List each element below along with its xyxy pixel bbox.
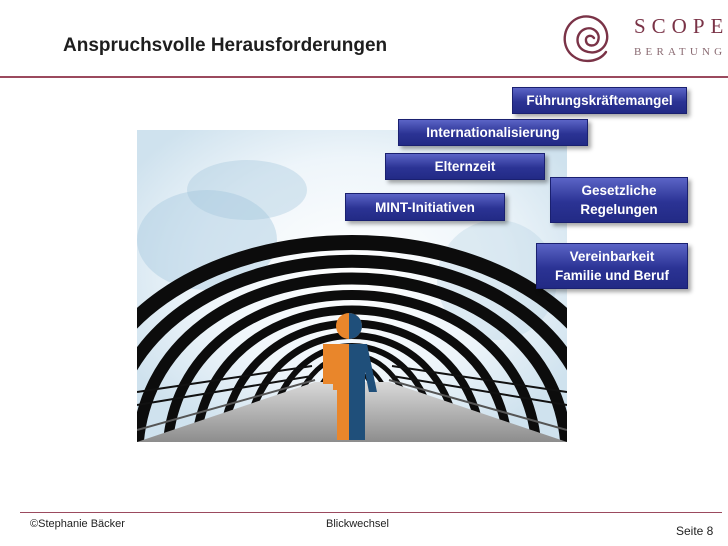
person-figure-icon — [323, 313, 377, 440]
box-label-line2: Familie und Beruf — [554, 268, 669, 283]
box-label: Elternzeit — [434, 159, 496, 174]
logo-wordmark: SCOPE — [634, 14, 728, 38]
box-fuehrungskraeftemangel: Führungskräftemangel — [512, 87, 687, 114]
header-divider — [0, 76, 728, 78]
box-gesetzliche-regelungen: Gesetzliche Regelungen — [550, 177, 688, 223]
page-number: Seite 8 — [676, 524, 714, 538]
box-internationalisierung: Internationalisierung — [398, 119, 588, 146]
box-vereinbarkeit-familie-beruf: Vereinbarkeit Familie und Beruf — [536, 243, 688, 289]
box-label: Führungskräftemangel — [526, 93, 673, 108]
box-label: MINT-Initiativen — [375, 199, 475, 215]
box-label-line1: Vereinbarkeit — [569, 249, 655, 264]
footer-author: ©Stephanie Bäcker — [30, 518, 125, 530]
scope-logo: SCOPE BERATUNG — [560, 2, 728, 72]
footer-center-label: Blickwechsel — [326, 518, 389, 530]
footer-divider — [20, 512, 722, 513]
logo-subtitle: BERATUNG — [634, 46, 727, 58]
box-elternzeit: Elternzeit — [385, 153, 545, 180]
tunnel-illustration — [137, 130, 567, 442]
spiral-logo-icon — [563, 15, 609, 63]
box-label-line1: Gesetzliche — [581, 183, 657, 198]
slide-title: Anspruchsvolle Herausforderungen — [63, 35, 388, 56]
box-label: Internationalisierung — [426, 125, 560, 140]
box-mint-initiativen: MINT-Initiativen — [345, 193, 505, 221]
box-label-line2: Regelungen — [580, 202, 658, 217]
